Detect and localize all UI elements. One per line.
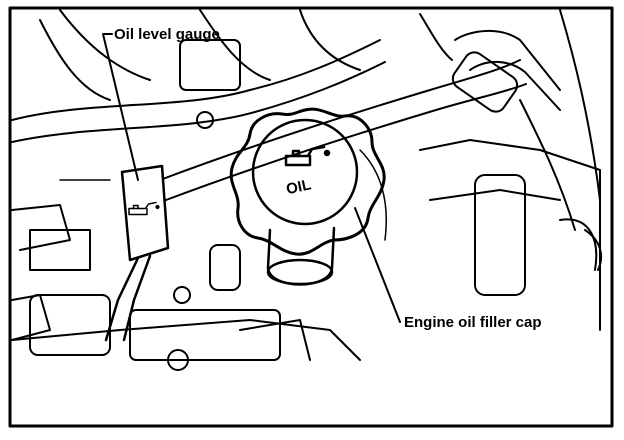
engine-background [11,9,603,371]
oil-level-gauge-leader [102,33,139,181]
engine-oil-filler-cap: OIL [229,107,386,286]
engine-oil-filler-cap-leader [354,207,401,323]
oil-level-gauge [104,164,170,342]
cap-emblem-text: OIL [285,176,313,198]
oil-can-icon [128,201,160,216]
engine-oil-filler-cap-label: Engine oil filler cap [404,314,542,331]
illustration-frame [8,6,614,428]
oil-level-gauge-label: Oil level gauge [114,26,220,43]
leader-lines [102,33,401,323]
